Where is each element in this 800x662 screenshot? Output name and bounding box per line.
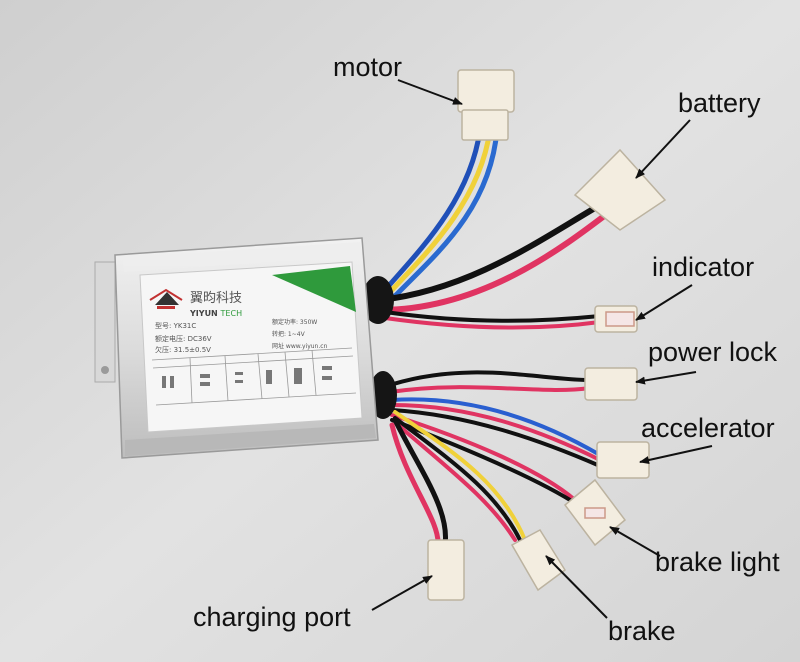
green-accent-stripe — [272, 266, 356, 312]
power-lock-connector — [584, 367, 638, 401]
arrow-charging-port — [371, 575, 433, 611]
website-text: 网址 www.yiyun.cn — [272, 342, 328, 350]
battery-connector — [573, 148, 667, 231]
label-power-lock: power lock — [648, 337, 778, 367]
throttle-text: 转把: 1~4V — [272, 330, 306, 338]
brand-en-primary: YIYUN — [189, 309, 221, 318]
label-motor: motor — [333, 52, 403, 82]
arrow-battery — [635, 119, 691, 179]
brake-connector — [510, 529, 567, 592]
brand-en-secondary: TECH — [220, 309, 243, 318]
charging-port-connector — [427, 539, 465, 601]
label-brake: brake — [608, 616, 676, 646]
wire-bundle — [377, 127, 615, 548]
accelerator-connector — [596, 441, 650, 479]
brand-name-en: YIYUN TECH — [189, 309, 242, 318]
callout-arrows — [371, 79, 713, 619]
brand-name-cn: 翼昀科技 — [190, 291, 242, 306]
arrow-motor — [397, 79, 463, 105]
label-brake-light: brake light — [655, 547, 780, 577]
label-indicator: indicator — [652, 252, 755, 282]
label-accelerator: accelerator — [641, 413, 775, 443]
arrow-power-lock — [635, 371, 697, 385]
undervoltage-text: 欠压: 31.5±0.5V — [155, 345, 211, 354]
model-text: 型号: YK31C — [155, 321, 196, 330]
arrow-brake — [545, 555, 608, 619]
connectors — [427, 69, 667, 601]
label-battery: battery — [678, 88, 761, 118]
arrow-accelerator — [639, 445, 713, 464]
label-charging-port: charging port — [193, 602, 351, 632]
brand-logo — [149, 288, 183, 309]
voltage-text: 额定电压: DC36V — [155, 334, 212, 343]
arrow-indicator — [635, 284, 693, 321]
pin-table-marks — [162, 366, 332, 388]
pin-table — [151, 347, 357, 406]
arrow-brake-light — [609, 526, 661, 557]
power-text: 额定功率: 350W — [272, 318, 317, 326]
indicator-connector — [594, 305, 638, 333]
upper-grommet — [362, 276, 394, 324]
motor-connector — [457, 69, 515, 141]
controller-box — [94, 237, 379, 459]
